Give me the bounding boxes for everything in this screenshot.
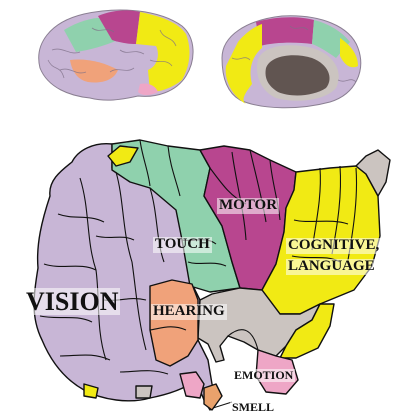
label-emotion: EMOTION xyxy=(232,369,295,382)
label-smell: SMELL xyxy=(230,401,276,414)
map-gray-patch-bottom xyxy=(136,386,152,398)
label-cognitive: COGNITIVE, xyxy=(286,238,381,254)
flat-cortex-map xyxy=(34,140,390,410)
medial-motor-region xyxy=(256,17,314,46)
label-language: LANGUAGE xyxy=(286,259,377,275)
medial-brain-view xyxy=(222,16,361,108)
label-touch: TOUCH xyxy=(153,237,212,253)
label-motor: MOTOR xyxy=(217,198,279,214)
lateral-brain-view xyxy=(39,10,193,100)
label-hearing: HEARING xyxy=(151,304,227,320)
label-vision: VISION xyxy=(24,288,120,315)
